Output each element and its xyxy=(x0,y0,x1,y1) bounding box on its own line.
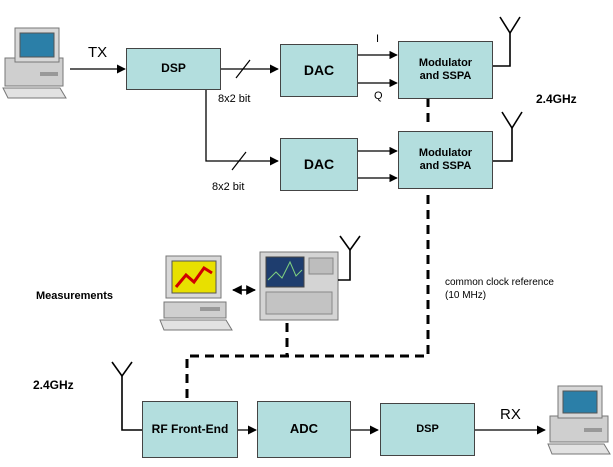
computer-rx-icon xyxy=(547,385,611,455)
i-label: I xyxy=(376,33,380,45)
q-label: Q xyxy=(374,90,383,102)
measurement-pc-icon xyxy=(159,255,233,331)
rx-label: RX xyxy=(500,406,521,423)
bits-bottom-label: 8x2 bit xyxy=(212,181,245,193)
antenna-icon xyxy=(111,361,142,431)
bits-top-label: 8x2 bit xyxy=(218,93,251,105)
dac-top-block: DAC xyxy=(280,44,358,97)
computer-tx-icon xyxy=(2,27,67,99)
clock-reference-label: common clock reference (10 MHz) xyxy=(445,277,554,301)
dsp-rx-block: DSP xyxy=(380,403,475,456)
tx-label: TX xyxy=(88,44,108,61)
adc-block: ADC xyxy=(257,401,351,458)
freq-tx-label: 2.4GHz xyxy=(536,92,577,106)
antenna-icon xyxy=(338,235,361,281)
modulator-bottom-block: Modulator and SSPA xyxy=(398,131,493,189)
antenna-icon xyxy=(492,111,523,162)
dsp-tx-block: DSP xyxy=(126,48,221,90)
freq-rx-label: 2.4GHz xyxy=(33,378,74,392)
rf-frontend-block: RF Front-End xyxy=(142,401,238,458)
dac-bottom-block: DAC xyxy=(280,138,358,191)
measurements-label: Measurements xyxy=(36,290,114,302)
antenna-icon xyxy=(492,16,521,67)
modulator-top-block: Modulator and SSPA xyxy=(398,41,493,99)
spectrum-analyzer-icon xyxy=(259,251,339,321)
